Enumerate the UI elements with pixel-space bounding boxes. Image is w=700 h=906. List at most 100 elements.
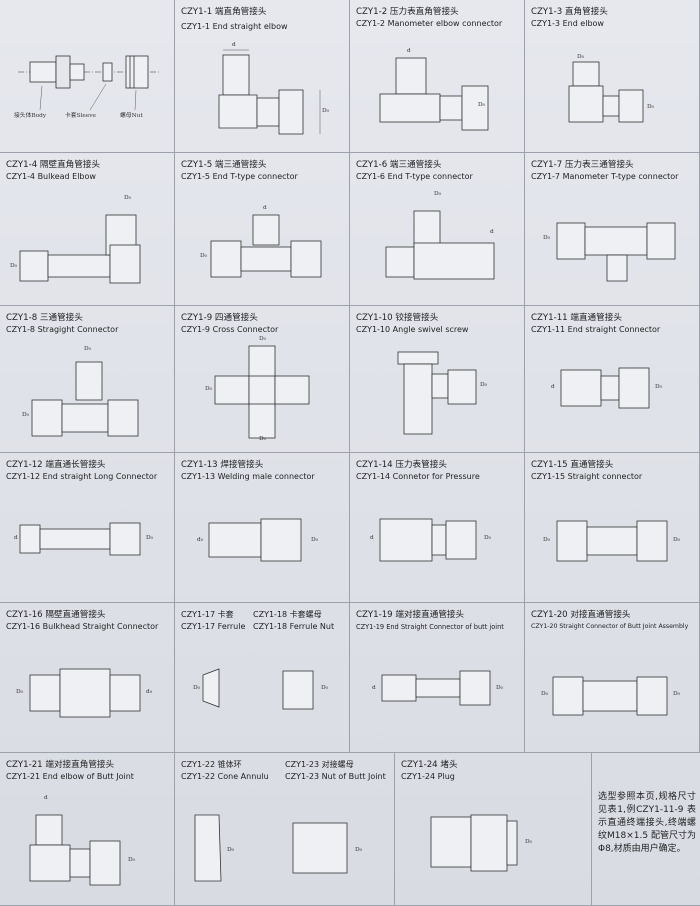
title-en: CZY1-13 Welding male connector [181,472,315,481]
legend-body-label: 接头体Body [14,113,47,119]
dim-d0-left: d₀ [197,537,204,543]
dim-d0: D₀ [525,839,532,845]
dim-d0: D₀ [200,253,207,259]
title-en: CZY1-2 Manometer elbow connector [356,19,503,28]
title-en: CZY1-9 Cross Connector [181,325,279,334]
cell-czy1-5: CZY1-5 端三通管接头 CZY1-5 End T-type connector… [175,153,350,306]
title-en: CZY1-4 Bulkead Elbow [6,172,96,181]
czy1-8-drawing [31,361,139,437]
dim-d0-top: D₀ [124,195,131,201]
title-en: CZY1-7 Manometer T-type connector [531,172,679,181]
parts-legend-drawing [18,55,160,111]
dim-d0: D₀ [146,535,153,541]
title-cn: CZY1-5 端三通管接头 [181,160,267,170]
dim-d0: D₀ [480,382,487,388]
cell-parts-legend: 接头体Body 卡套Sleeve 螺母Nut [0,0,175,153]
czy1-21-drawing [29,814,121,886]
dim-d: d [370,535,374,541]
legend-sleeve-label: 卡套Sleeve [65,113,96,119]
title-en: CZY1-3 End elbow [531,19,604,28]
title-cn: CZY1-24 堵头 [401,760,458,770]
czy1-17-18-drawing [202,668,314,710]
dim-d0-ferrule: D₀ [193,685,200,691]
czy1-5-drawing [210,214,322,278]
dim-d0: D₀ [322,108,329,114]
cell-czy1-7: CZY1-7 压力表三通管接头 CZY1-7 Manometer T-type c… [525,153,700,306]
czy1-15-drawing [556,520,668,562]
title-cn: CZY1-19 端对接直通管接头 [356,610,465,620]
czy1-22-23-drawing [194,814,348,882]
dim-d0-right: D₀ [311,537,318,543]
czy1-19-drawing [381,670,491,706]
czy1-10-drawing [397,351,477,435]
czy1-3-drawing [568,61,644,123]
cell-note: 选型参照本页,规格尺寸见表1,例CZY1-11-9 表示直通终端接头,终端螺纹M… [592,753,700,906]
title-en: CZY1-16 Bulkhead Straight Connector [6,622,159,631]
dim-d0: D₀ [484,535,491,541]
title-en: CZY1-1 End straight elbow [181,22,288,31]
title-cn: CZY1-8 三通管接头 [6,313,83,323]
title-cn: CZY1-14 压力表管接头 [356,460,447,470]
cell-czy1-19: CZY1-19 端对接直通管接头 CZY1-19 End Straight Con… [350,603,525,753]
title-cn: CZY1-2 压力表直角管接头 [356,7,459,17]
czy1-12-drawing [19,522,141,556]
title-en: CZY1-10 Angle swivel screw [356,325,469,334]
czy1-24-drawing [430,814,518,872]
title-en: CZY1-15 Straight connector [531,472,643,481]
title-en: CZY1-5 End T-type connector [181,172,298,181]
title-en-23: CZY1-23 Nut of Butt Joint [285,772,386,781]
title-cn: CZY1-12 端直通长管接头 [6,460,106,470]
dim-d0-side: D₀ [22,412,29,418]
title-cn-18: CZY1-18 卡套螺母 [253,610,322,619]
title-cn: CZY1-7 压力表三通管接头 [531,160,634,170]
dim-d: d [44,795,48,801]
dim-d0-cone: D₀ [227,847,234,853]
title-cn: CZY1-21 端对接直角管接头 [6,760,115,770]
title-en: CZY1-11 End straight Connector [531,325,661,334]
title-cn: CZY1-10 铰接管接头 [356,313,439,323]
czy1-14-drawing [379,518,477,562]
title-cn: CZY1-15 直通管接头 [531,460,614,470]
dim-d0-bottom: D₀ [259,436,266,442]
dim-d0: D₀ [478,102,485,108]
dim-d: d [372,685,376,691]
title-cn-23: CZY1-23 对接螺母 [285,760,354,769]
selection-note: 选型参照本页,规格尺寸见表1,例CZY1-11-9 表示直通终端接头,终端螺纹M… [598,792,696,854]
title-cn: CZY1-1 端直角管接头 [181,7,267,17]
dim-d0-nut: D₀ [321,685,328,691]
title-en: CZY1-12 End straight Long Connector [6,472,158,481]
title-cn-22: CZY1-22 锥体环 [181,760,242,769]
dim-d0: D₀ [434,191,441,197]
title-en: CZY1-19 End Straight Connector of butt j… [356,623,504,631]
dim-d0: D₀ [128,857,135,863]
czy1-11-drawing [560,367,650,409]
dim-d0: D₀ [543,235,550,241]
title-cn-17: CZY1-17 卡套 [181,610,234,619]
title-en-22: CZY1-22 Cone Annulu [181,772,269,781]
title-en: CZY1-14 Connetor for Pressure [356,472,480,481]
dim-d0-top: D₀ [84,346,91,352]
title-cn: CZY1-4 隔壁直角管接头 [6,160,101,170]
czy1-6-drawing [385,210,495,280]
dim-d0: D₀ [496,685,503,691]
dim-d: d [490,229,494,235]
dim-d0-left: D₀ [543,537,550,543]
dim-d: d [263,205,267,211]
title-cn: CZY1-20 对接直通管接头 [531,610,631,620]
cell-czy1-14: CZY1-14 压力表管接头 CZY1-14 Connetor for Press… [350,453,525,603]
title-en: CZY1-8 Stragight Connector [6,325,119,334]
title-en: CZY1-20 Straight Connector of Butt Joint… [531,623,689,630]
title-cn: CZY1-3 直角管接头 [531,7,608,17]
